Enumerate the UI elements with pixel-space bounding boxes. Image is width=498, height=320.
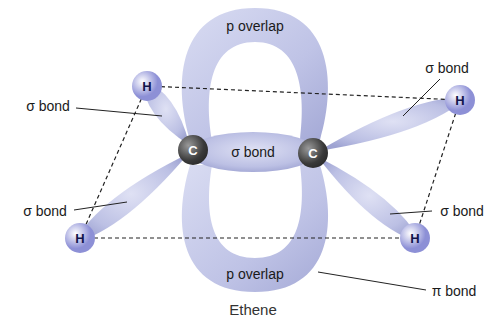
atom-symbol: H: [455, 94, 464, 107]
leader-lines: [74, 79, 440, 290]
caption: Ethene: [229, 301, 277, 318]
hydrogen-atom: H: [132, 71, 162, 101]
p-orbital-top: [182, 8, 328, 140]
bond-label: σ bond: [26, 98, 70, 114]
p-orbital-bottom: [182, 165, 328, 292]
atom-symbol: C: [308, 147, 317, 160]
hydrogen-atom: H: [445, 85, 475, 115]
atom-symbol: H: [410, 232, 419, 245]
sigma-ch-lobe: [142, 80, 189, 146]
bond-label: σ bond: [425, 60, 469, 76]
carbon-atom: C: [178, 135, 208, 165]
plane-outline: [80, 86, 460, 238]
carbon-atom: C: [298, 138, 328, 168]
bond-label: σ bond: [23, 203, 67, 219]
sigma-lobes: [74, 80, 468, 244]
orbital-label: p overlap: [226, 266, 284, 282]
hydrogen-atom: H: [65, 223, 95, 253]
bond-label: σ bond: [440, 203, 484, 219]
atom-symbol: C: [188, 144, 197, 157]
hydrogen-atom: H: [400, 223, 430, 253]
orbital-label: p overlap: [226, 18, 284, 34]
atom-symbol: H: [142, 80, 151, 93]
bond-label: σ bond: [231, 144, 275, 160]
bond-label: π bond: [432, 283, 477, 299]
atom-symbol: H: [75, 232, 84, 245]
